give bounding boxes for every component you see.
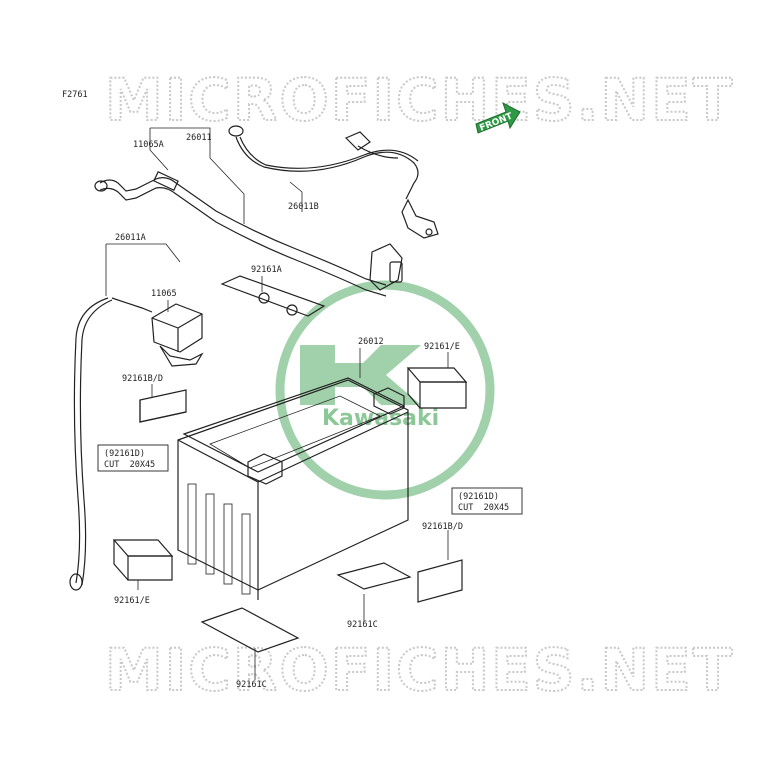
leader-lines [105, 127, 449, 680]
pad-92161E-top [406, 367, 468, 409]
label-92161C-mid: 92161C [347, 620, 378, 630]
battery-26012 [177, 377, 409, 600]
figure-id: F2761 [62, 90, 88, 100]
pad-92161E-bottom [112, 539, 174, 581]
label-26011A: 26011A [115, 233, 146, 243]
note-left-line1: (92161D) [104, 449, 145, 459]
note-box-right [451, 487, 523, 515]
label-92161BD-left: 92161B/D [122, 374, 163, 384]
label-26011B: 26011B [288, 202, 319, 212]
note-right-line2: CUT 20X45 [458, 503, 509, 513]
label-92161E-bottom: 92161/E [114, 596, 150, 606]
label-92161C-bottom: 92161C [236, 680, 267, 690]
battery-cable-26011A [69, 297, 204, 591]
label-26011: 26011 [186, 133, 212, 143]
label-92161A: 92161A [251, 265, 282, 275]
note-right-line1: (92161D) [458, 492, 499, 502]
label-11065: 11065 [151, 289, 177, 299]
pad-92161BD-right [417, 559, 463, 603]
battery-cable-26011B [228, 125, 439, 239]
logo-text: Kawasaki [322, 406, 439, 431]
note-box-left [97, 444, 169, 472]
label-11065A: 11065A [133, 140, 164, 150]
battery-cable-26011 [94, 171, 403, 297]
watermark-bottom: MICROFICHES.NET [105, 636, 734, 704]
pad-92161C-mid [336, 562, 412, 590]
label-26012: 26012 [358, 337, 384, 347]
note-left-line2: CUT 20X45 [104, 460, 155, 470]
pad-92161BD-left [139, 389, 187, 423]
label-92161E-top: 92161/E [424, 342, 460, 352]
bracket-92161A [220, 275, 326, 317]
label-92161BD-right: 92161B/D [422, 522, 463, 532]
pad-92161C-bottom [200, 607, 300, 653]
watermark-top: MICROFICHES.NET [105, 66, 734, 134]
